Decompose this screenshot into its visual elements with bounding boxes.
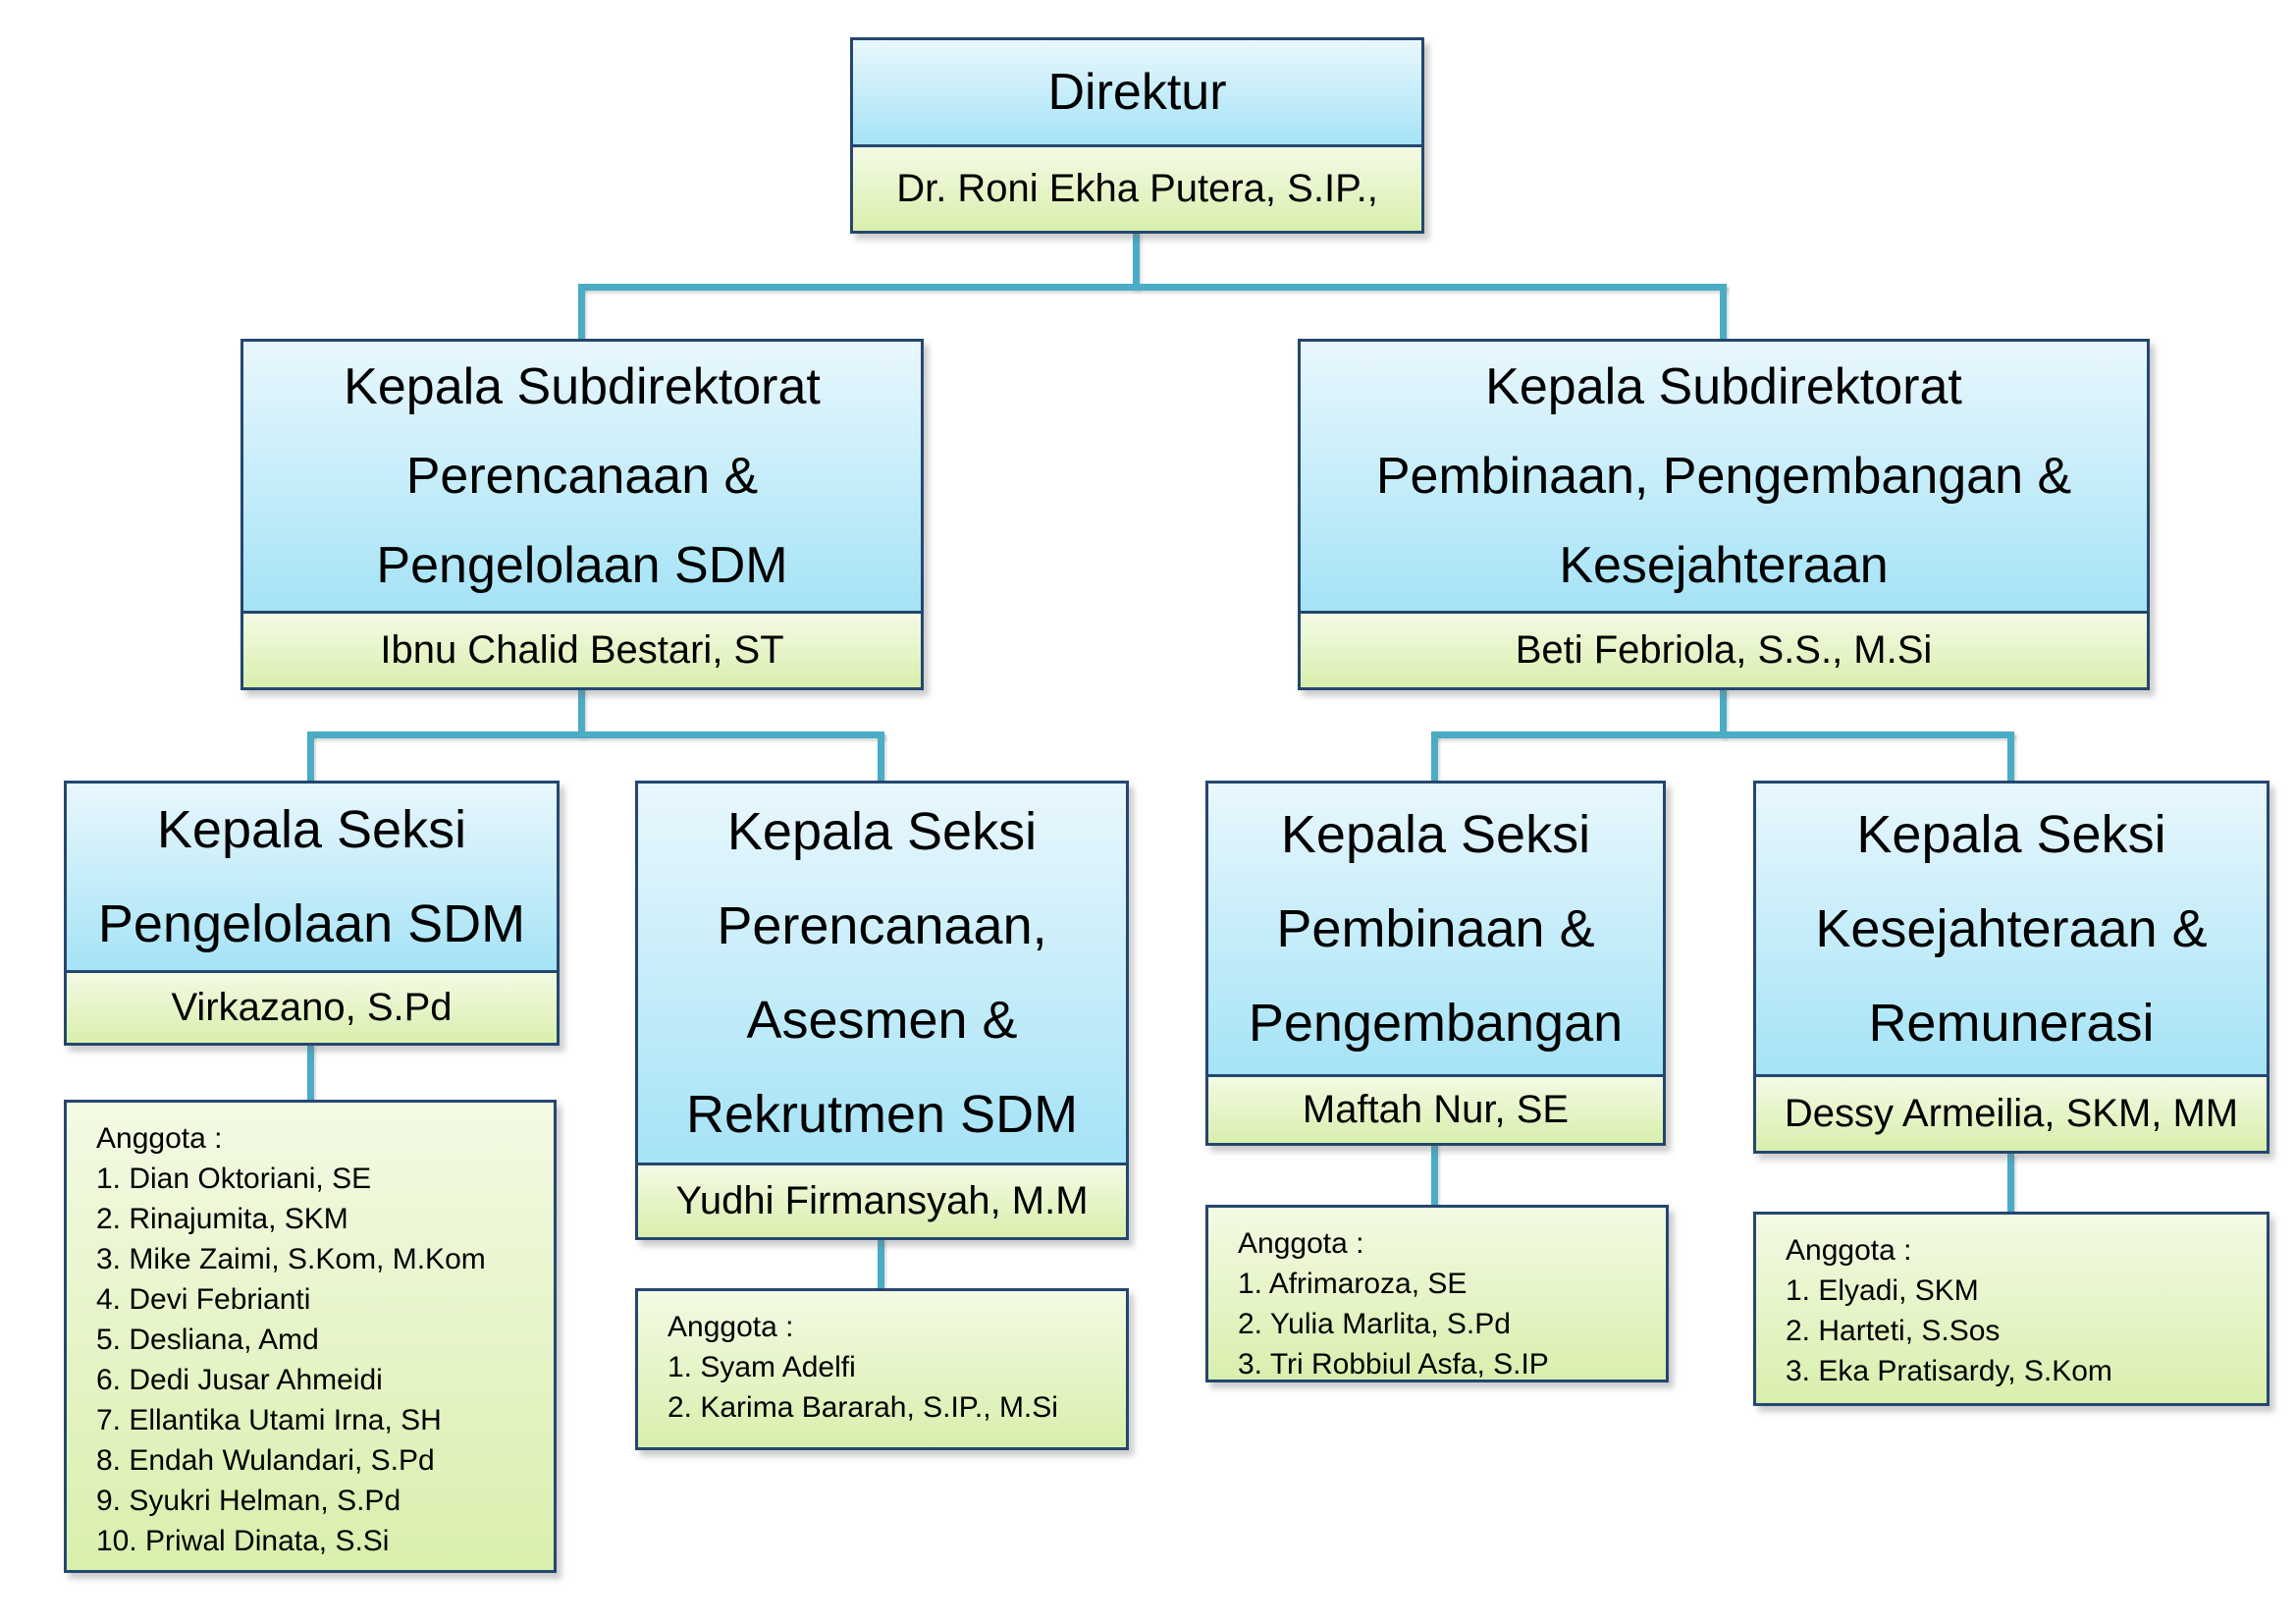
node-seksi-pengelolaan-sdm: Kepala Seksi Pengelolaan SDM Virkazano, … [64, 781, 560, 1046]
member-item: 4. Devi Febrianti [96, 1283, 311, 1316]
node-seksi-perencanaan-asesmen: Kepala Seksi Perencanaan, Asesmen & Rekr… [635, 781, 1129, 1240]
members-label: Anggota : [96, 1122, 223, 1155]
node-seksi-perencanaan-asesmen-title: Kepala Seksi Perencanaan, Asesmen & Rekr… [638, 784, 1126, 1163]
node-subdir-pembinaan: Kepala Subdirektorat Pembinaan, Pengemba… [1298, 339, 2150, 690]
node-seksi-kesejahteraan-remunerasi-title: Kepala Seksi Kesejahteraan & Remunerasi [1756, 784, 2267, 1074]
node-subdir-perencanaan-title: Kepala Subdirektorat Perencanaan & Penge… [243, 342, 921, 611]
connector-to-seksi-1 [307, 731, 314, 783]
name-text: Maftah Nur, SE [1302, 1088, 1570, 1131]
node-direktur: Direktur Dr. Roni Ekha Putera, S.IP., [850, 37, 1424, 234]
node-seksi-pengelolaan-sdm-title: Kepala Seksi Pengelolaan SDM [67, 784, 557, 970]
member-item: 6. Dedi Jusar Ahmeidi [96, 1364, 383, 1396]
member-item: 1. Syam Adelfi [667, 1351, 856, 1383]
connector-to-seksi-2 [878, 731, 884, 783]
member-item: 3. Tri Robbiul Asfa, S.IP [1238, 1348, 1549, 1380]
member-item: 1. Elyadi, SKM [1786, 1274, 1979, 1307]
title-line: Kesejahteraan [1559, 536, 1889, 594]
title-line: Kepala Subdirektorat [1485, 357, 1962, 415]
node-subdir-pembinaan-title: Kepala Subdirektorat Pembinaan, Pengemba… [1301, 342, 2147, 611]
members-label: Anggota : [667, 1311, 794, 1343]
member-item: 3. Mike Zaimi, S.Kom, M.Kom [96, 1243, 486, 1275]
connector-to-seksi-4 [2007, 731, 2014, 783]
connector-to-subdir-left [578, 284, 585, 341]
title-line: Pembinaan & [1276, 899, 1595, 958]
member-item: 2. Yulia Marlita, S.Pd [1238, 1308, 1511, 1340]
title-line: Pembinaan, Pengembangan & [1375, 447, 2072, 505]
title-line: Kepala Seksi [1280, 805, 1591, 864]
title-line: Perencanaan & [405, 447, 759, 505]
node-direktur-title-text: Direktur [1047, 64, 1227, 121]
connector-seksi-1-members [307, 1044, 314, 1102]
title-line: Kepala Seksi [1856, 805, 2166, 864]
node-direktur-title: Direktur [853, 40, 1421, 144]
name-text: Virkazano, S.Pd [171, 986, 453, 1029]
node-seksi-kesejahteraan-remunerasi-name: Dessy Armeilia, SKM, MM [1756, 1074, 2267, 1151]
connector-subdir-right-bar [1431, 731, 2014, 738]
members-label: Anggota : [1786, 1234, 1912, 1267]
connector-subdir-right-stem [1720, 686, 1727, 736]
members-box-kesejahteraan-remunerasi: Anggota : 1. Elyadi, SKM 2. Harteti, S.S… [1753, 1212, 2269, 1406]
title-line: Kepala Seksi [156, 800, 467, 859]
connector-root-stem [1133, 232, 1140, 289]
connector-seksi-2-members [878, 1236, 884, 1288]
title-line: Remunerasi [1868, 994, 2155, 1053]
title-line: Asesmen & [746, 991, 1018, 1050]
node-subdir-perencanaan: Kepala Subdirektorat Perencanaan & Penge… [240, 339, 924, 690]
member-item: 5. Desliana, Amd [96, 1324, 319, 1356]
node-seksi-pengelolaan-sdm-name: Virkazano, S.Pd [67, 970, 557, 1043]
member-item: 1. Afrimaroza, SE [1238, 1268, 1468, 1300]
title-line: Perencanaan, [717, 896, 1047, 955]
member-item: 2. Harteti, S.Sos [1786, 1315, 2001, 1347]
connector-subdir-left-bar [307, 731, 884, 738]
connector-to-subdir-right [1720, 284, 1727, 341]
node-seksi-pembinaan-pengembangan-name: Maftah Nur, SE [1208, 1074, 1663, 1143]
members-box-pembinaan-pengembangan: Anggota : 1. Afrimaroza, SE 2. Yulia Mar… [1205, 1205, 1669, 1382]
title-line: Pengelolaan SDM [376, 536, 788, 594]
name-text: Beti Febriola, S.S., M.Si [1515, 628, 1933, 672]
member-item: 2. Rinajumita, SKM [96, 1203, 348, 1235]
name-text: Ibnu Chalid Bestari, ST [380, 628, 784, 672]
connector-seksi-3-members [1431, 1143, 1438, 1205]
member-item: 1. Dian Oktoriani, SE [96, 1163, 372, 1195]
member-item: 7. Ellantika Utami Irna, SH [96, 1404, 442, 1436]
member-item: 2. Karima Bararah, S.IP., M.Si [667, 1391, 1058, 1424]
name-text: Dessy Armeilia, SKM, MM [1784, 1092, 2239, 1135]
connector-seksi-4-members [2007, 1153, 2014, 1212]
title-line: Kepala Seksi [726, 802, 1038, 861]
connector-root-bar [578, 284, 1727, 291]
title-line: Kepala Subdirektorat [344, 357, 821, 415]
node-seksi-pembinaan-pengembangan-title: Kepala Seksi Pembinaan & Pengembangan [1208, 784, 1663, 1074]
member-item: 9. Syukri Helman, S.Pd [96, 1485, 401, 1517]
member-item: 8. Endah Wulandari, S.Pd [96, 1444, 435, 1477]
members-box-perencanaan-asesmen: Anggota : 1. Syam Adelfi 2. Karima Barar… [635, 1288, 1129, 1450]
title-line: Rekrutmen SDM [685, 1085, 1079, 1144]
node-subdir-pembinaan-name: Beti Febriola, S.S., M.Si [1301, 611, 2147, 687]
members-label: Anggota : [1238, 1227, 1364, 1260]
title-line: Pengembangan [1248, 994, 1624, 1053]
node-direktur-name: Dr. Roni Ekha Putera, S.IP., [853, 144, 1421, 231]
node-subdir-perencanaan-name: Ibnu Chalid Bestari, ST [243, 611, 921, 687]
connector-to-seksi-3 [1431, 731, 1438, 783]
member-item: 3. Eka Pratisardy, S.Kom [1786, 1355, 2112, 1387]
node-seksi-pembinaan-pengembangan: Kepala Seksi Pembinaan & Pengembangan Ma… [1205, 781, 1666, 1146]
connector-subdir-left-stem [578, 686, 585, 736]
node-direktur-name-text: Dr. Roni Ekha Putera, S.IP., [896, 167, 1378, 210]
node-seksi-perencanaan-asesmen-name: Yudhi Firmansyah, M.M [638, 1163, 1126, 1237]
name-text: Yudhi Firmansyah, M.M [675, 1179, 1089, 1222]
title-line: Kesejahteraan & [1815, 899, 2208, 958]
title-line: Pengelolaan SDM [97, 894, 526, 953]
members-box-pengelolaan-sdm: Anggota : 1. Dian Oktoriani, SE 2. Rinaj… [64, 1100, 557, 1573]
member-item: 10. Priwal Dinata, S.Si [96, 1525, 390, 1557]
node-seksi-kesejahteraan-remunerasi: Kepala Seksi Kesejahteraan & Remunerasi … [1753, 781, 2269, 1154]
